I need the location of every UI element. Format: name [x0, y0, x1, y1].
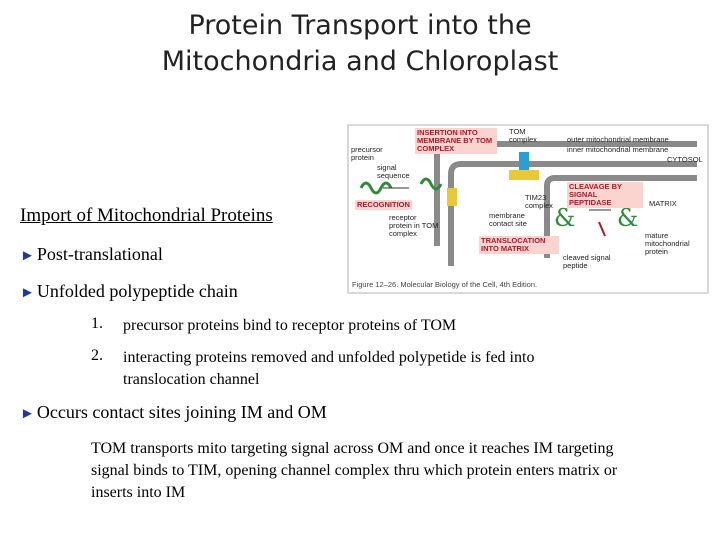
- item-text: precursor proteins bind to receptor prot…: [123, 317, 457, 334]
- cleaved-peptide: [598, 221, 606, 237]
- figure-caption: Figure 12–26. Molecular Biology of the C…: [352, 280, 538, 289]
- label-contact-site: membrane contact site: [489, 211, 527, 228]
- label-cytosol: CYTOSOL: [667, 155, 703, 164]
- bullet-item: ►Occurs contact sites joining IM and OM: [20, 402, 327, 423]
- bound-precursor: [419, 177, 443, 191]
- label-cleavage: CLEAVAGE BY SIGNAL PEPTIDASE: [567, 182, 643, 208]
- bullet-item: ►Post-translational: [20, 244, 163, 265]
- label-tom: TOM complex: [509, 127, 537, 144]
- label-translocation: TRANSLOCATION INTO MATRIX: [479, 236, 559, 254]
- bullet-text: Unfolded polypeptide chain: [36, 281, 238, 301]
- bullet-text: Occurs contact sites joining IM and OM: [36, 402, 327, 422]
- bullet-text: Post-translational: [36, 244, 163, 264]
- tom-complex: [519, 152, 529, 180]
- protein-in-channel: &: [554, 204, 575, 232]
- label-recognition: RECOGNITION: [355, 200, 412, 210]
- label-cleaved-peptide: cleaved signal peptide: [563, 253, 611, 270]
- explanation-paragraph: TOM transports mito targeting signal acr…: [91, 440, 618, 501]
- triangle-bullet-icon: ►: [20, 285, 35, 301]
- mature-protein: &: [617, 204, 638, 232]
- triangle-bullet-icon: ►: [20, 248, 35, 264]
- item-number: 2.: [91, 347, 103, 364]
- label-outer-membrane: outer mitochondrial membrane: [567, 135, 669, 144]
- label-mature-protein: mature mitochondrial protein: [645, 231, 690, 256]
- label-precursor: precursor protein: [351, 145, 383, 162]
- title-line-1: Protein Transport into the: [188, 10, 532, 41]
- inner-membrane: [448, 161, 697, 266]
- inner-membrane-fold: [544, 175, 697, 258]
- slide-title: Protein Transport into the Mitochondria …: [0, 8, 720, 80]
- label-tim23: TIM23 complex: [525, 193, 553, 210]
- receptor-protein: [447, 188, 457, 206]
- label-matrix: MATRIX: [649, 199, 677, 208]
- item-text: interacting proteins removed and unfolde…: [123, 349, 535, 388]
- bullet-item: ►Unfolded polypeptide chain: [20, 281, 238, 302]
- tim-complex: [509, 170, 539, 180]
- precursor-protein: [359, 181, 393, 195]
- triangle-bullet-icon: ►: [20, 406, 35, 422]
- item-number: 1.: [91, 315, 103, 332]
- label-receptor: receptor protein in TOM complex: [389, 213, 439, 238]
- title-line-2: Mitochondria and Chloroplast: [161, 46, 559, 77]
- label-insertion: INSERTION INTO MEMBRANE BY TOM COMPLEX: [415, 128, 497, 154]
- mitochondrial-import-figure: & & INSERTION INTO MEMBRANE BY TOM COMPL…: [347, 124, 709, 294]
- label-inner-membrane: inner mitochondrial membrane: [567, 145, 669, 154]
- section-heading: Import of Mitochondrial Proteins: [20, 205, 273, 226]
- label-signal: signal sequence: [377, 163, 410, 180]
